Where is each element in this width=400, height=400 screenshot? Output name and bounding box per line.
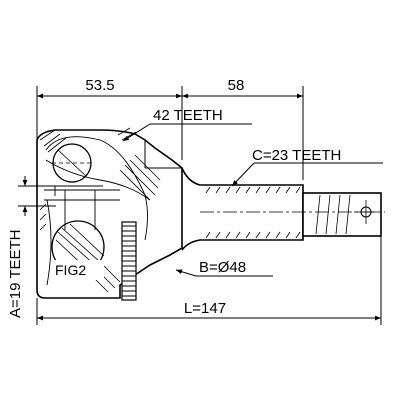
inner-spline-dimension	[18, 176, 56, 216]
inner-spline-label: A=19 TEETH	[7, 229, 24, 318]
figure-ref-label: FIG2	[55, 262, 86, 278]
top-dimension-lines	[36, 86, 304, 180]
length-a-label: 53.5	[85, 77, 114, 94]
length-b-label: 58	[228, 77, 245, 94]
drive-shaft	[181, 167, 385, 251]
outer-race-body	[36, 127, 183, 299]
total-length-dimension	[36, 236, 382, 325]
outer-spline-label: 42 TEETH	[153, 107, 223, 124]
diameter-label: B=Ø48	[199, 259, 246, 276]
abs-ring	[121, 221, 137, 301]
shaft-spline-label: C=23 TEETH	[252, 147, 341, 164]
total-length-label: L=147	[184, 300, 226, 317]
